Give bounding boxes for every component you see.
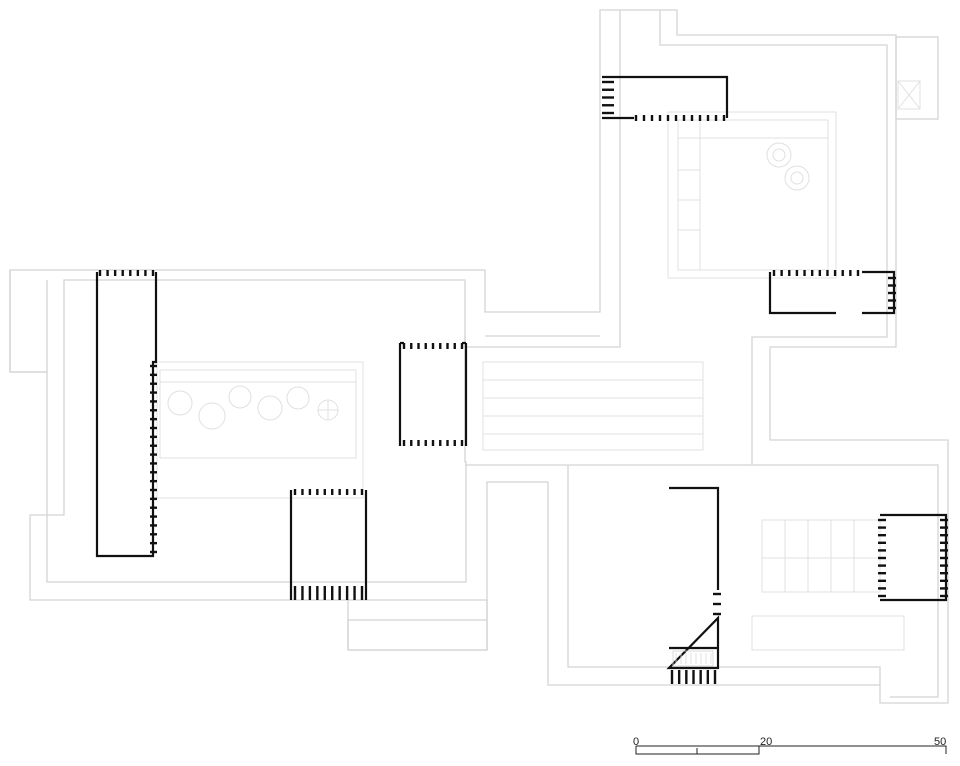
building-central	[398, 341, 468, 446]
annex-fixture-cross	[897, 80, 921, 110]
stair-block	[672, 650, 714, 667]
garden-northeast	[667, 111, 837, 279]
scale-bar: 0 20 50	[633, 736, 947, 755]
building-north-east	[602, 75, 729, 120]
garden-se-frame	[761, 519, 881, 593]
ne-left-windows	[602, 80, 614, 115]
building-south-west	[289, 490, 368, 600]
inner-path-west	[46, 279, 467, 583]
scale-bar-line	[635, 745, 947, 755]
tree-3	[228, 385, 252, 409]
sw-bottom-windows	[293, 586, 364, 600]
tree-6-mark	[318, 400, 338, 420]
garden-west	[156, 361, 364, 499]
site-outlines	[9, 9, 949, 704]
em-top-windows	[772, 270, 860, 276]
corridor-ne-inner	[464, 10, 621, 348]
southeast-court	[567, 465, 881, 685]
tree-1	[167, 390, 193, 416]
tree-ne-1-core	[772, 148, 786, 162]
tree-2	[198, 402, 226, 430]
west-bay	[9, 270, 48, 373]
garden-se-bench	[751, 615, 905, 651]
central-bottom-windows	[402, 440, 464, 446]
em-right-windows	[888, 276, 896, 310]
tree-ne-1	[766, 142, 792, 168]
annex-fixture	[897, 80, 921, 110]
corridor-ne-inner-2	[659, 10, 888, 465]
buildings	[95, 75, 948, 684]
northeast-annex	[895, 36, 939, 120]
tree-4	[257, 395, 283, 421]
striped-court-frame	[482, 361, 704, 451]
scale-label-50: 50	[934, 736, 946, 748]
building-west-long	[95, 272, 158, 558]
south-bay	[347, 600, 488, 651]
ses-left-windows	[878, 518, 886, 598]
ne-bottom-windows	[634, 115, 726, 121]
tree-5	[286, 386, 310, 410]
ses-right-windows	[940, 518, 948, 598]
tree-ne-2-core	[790, 171, 804, 185]
tree-ne-2	[784, 165, 810, 191]
scale-label-0: 0	[633, 736, 639, 748]
garden-west-frame	[156, 361, 364, 499]
scale-label-20: 20	[760, 736, 772, 748]
sw-top-windows	[293, 489, 364, 495]
sen-right-windows	[713, 592, 721, 616]
garden-ne-frame	[667, 111, 837, 279]
building-south-east-square	[880, 513, 948, 602]
west-side-windows	[150, 364, 157, 554]
building-south-east-narrow	[666, 486, 720, 670]
garden-west-bed	[159, 369, 357, 459]
central-top-windows	[402, 343, 464, 349]
sen-bottom-windows	[670, 670, 717, 684]
outer-boundary-west	[9, 9, 949, 704]
garden-southeast	[751, 519, 905, 651]
garden-ne-bed	[677, 119, 829, 271]
striped-court	[482, 361, 704, 451]
southeast-court-east	[752, 464, 939, 698]
west-top-windows	[98, 270, 155, 276]
